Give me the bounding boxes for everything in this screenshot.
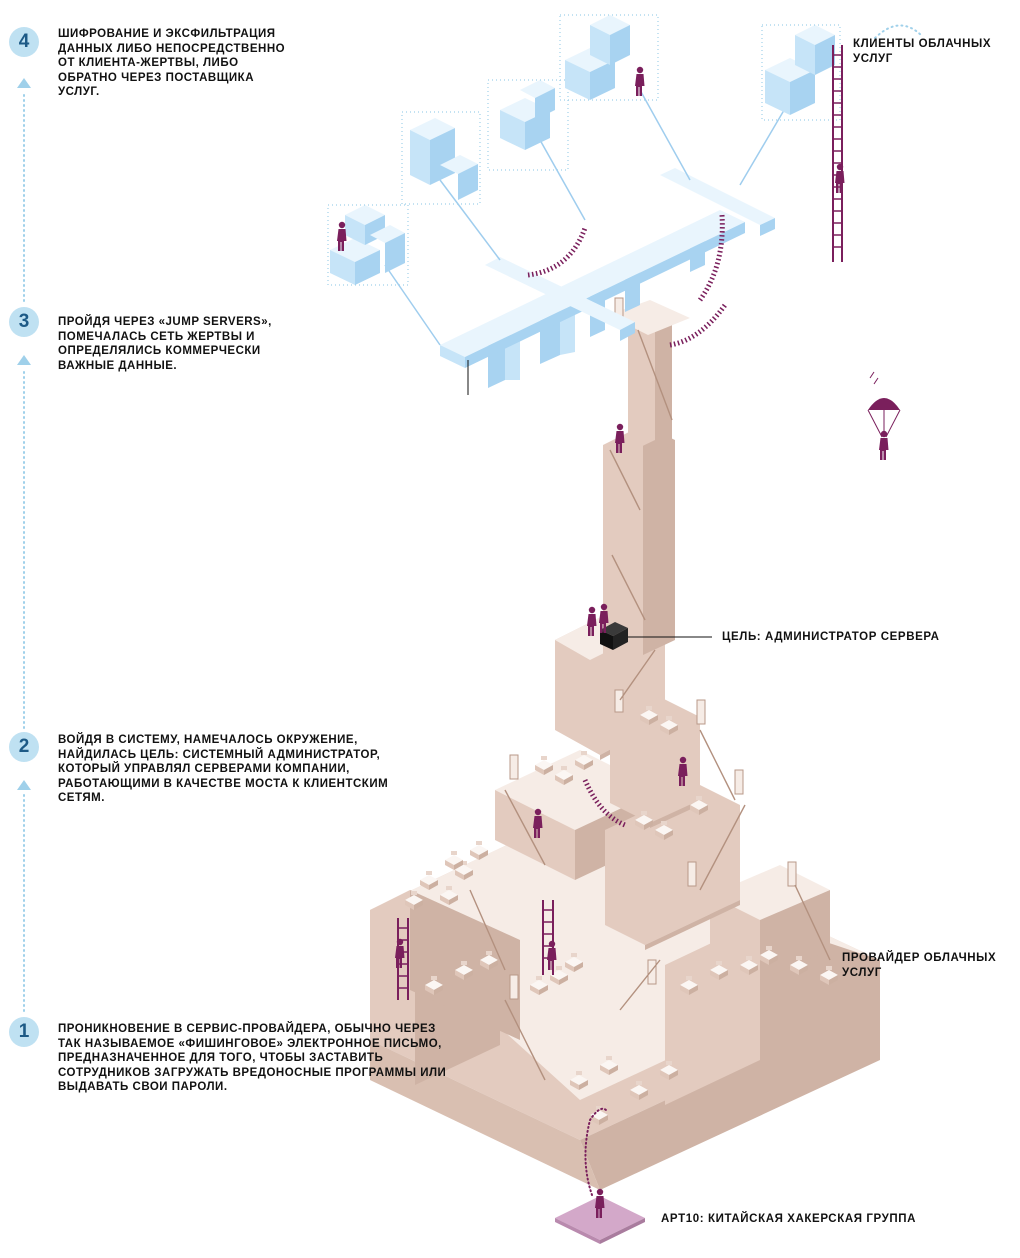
step-4-badge: 4 bbox=[9, 27, 39, 57]
step-2-text: Войдя в систему, намечалось окружение, н… bbox=[58, 734, 389, 804]
step-1-badge: 1 bbox=[9, 1017, 39, 1047]
step-3-badge: 3 bbox=[9, 307, 39, 337]
step-3-text: Пройдя через «Jump servers», помечалась … bbox=[58, 316, 272, 372]
step-1-text: Проникновение в сервис-провайдера, обычн… bbox=[58, 1023, 447, 1093]
target-label: Цель: администратор сервера bbox=[722, 631, 940, 643]
timeline bbox=[17, 78, 31, 1013]
cloud-clients-label: Клиенты облачных услуг bbox=[853, 38, 992, 65]
provider-label: Провайдер облачных услуг bbox=[842, 952, 997, 979]
provider-building bbox=[370, 297, 880, 1190]
step-4-text: Шифрование и эксфильтрация данных либо н… bbox=[58, 28, 286, 98]
attacker-label: APT10: китайская хакерская группа bbox=[661, 1213, 917, 1225]
server-box-icon bbox=[600, 622, 628, 650]
attacker-pad bbox=[555, 1107, 645, 1244]
step-2-badge: 2 bbox=[9, 732, 39, 762]
cloud-structure bbox=[327, 14, 923, 395]
parachute-icon bbox=[867, 371, 901, 460]
